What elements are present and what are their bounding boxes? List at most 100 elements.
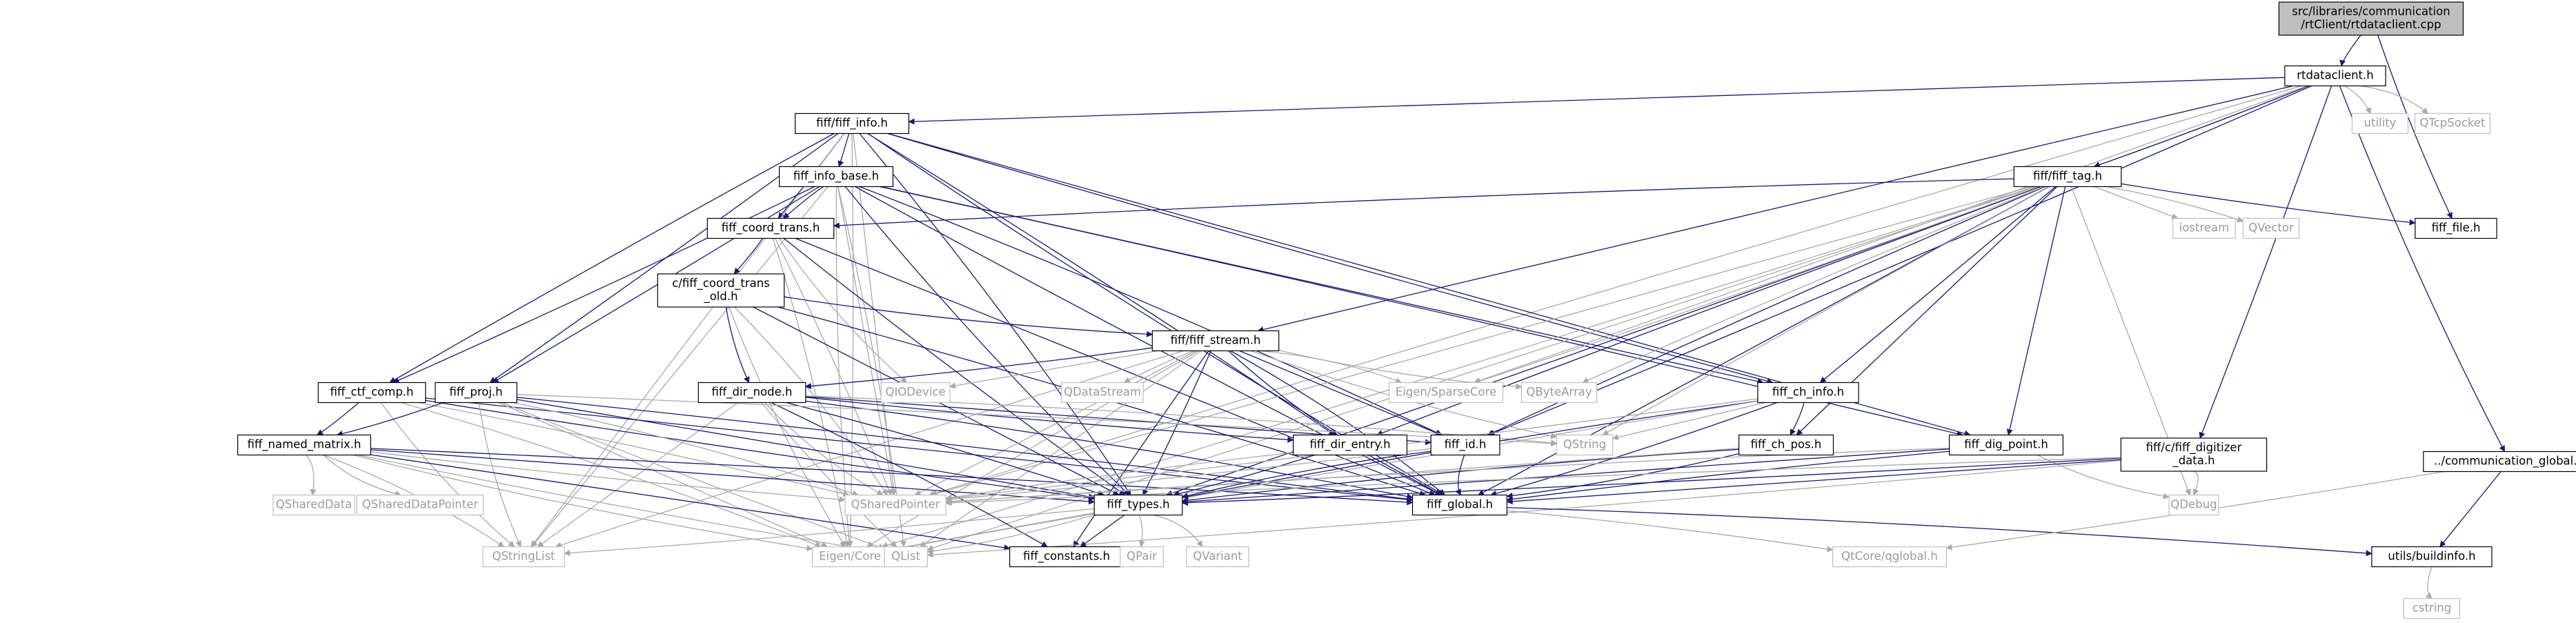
edge-rtdataclient-to-qtcpsocket [2359, 85, 2428, 115]
node-fiff_dig_point[interactable]: fiff_dig_point.h [1949, 434, 2064, 456]
edge-fiff_dig_point-to-fiff_types [1181, 448, 1950, 505]
node-box-fiff_ch_pos [1738, 434, 1834, 456]
node-qdebug: QDebug [2168, 494, 2219, 516]
edge-fiff_types-to-fiff_constants [1080, 514, 1125, 548]
edge-fiff_proj-to-qsharedpointer [513, 402, 859, 497]
edge-fiff_stream-to-qbytearray [1278, 350, 1523, 390]
edge-fiff_ch_info-to-qstring [1612, 402, 1766, 441]
node-fiff_global[interactable]: fiff_global.h [1411, 494, 1507, 516]
edge-fiff_info-to-qstringlist [531, 133, 845, 548]
node-fiff_types[interactable]: fiff_types.h [1093, 494, 1183, 516]
node-box-qstring [1556, 434, 1614, 456]
edge-rtdataclient-to-fiff_digitizer_data [2199, 86, 2332, 439]
edge-fiff_types-to-qpair [1138, 515, 1145, 548]
node-box-fiff_coord_trans [706, 217, 835, 239]
node-box-eigen_sparse [1388, 382, 1503, 404]
node-utils_buildinfo[interactable]: utils/buildinfo.h [2371, 546, 2493, 568]
edge-rtdataclient-to-utility [2344, 85, 2371, 115]
node-label-fiff_digitizer_data: _data.h [2172, 454, 2215, 468]
node-box-qtcore_qglobal [1832, 546, 1948, 568]
node-box-fiff_dir_entry [1292, 434, 1407, 456]
node-fiff_coord_trans[interactable]: fiff_coord_trans.h [706, 217, 835, 239]
nodes-layer: src/libraries/communication/rtClient/rtd… [237, 1, 2576, 620]
node-fiff_dir_entry[interactable]: fiff_dir_entry.h [1292, 434, 1407, 456]
node-box-eigen_core [811, 546, 889, 568]
edge-fiff_ch_info-to-fiff_global [1490, 402, 1778, 497]
edge-fiff_ch_info-to-eigen_core [886, 400, 1758, 553]
node-fiff_info[interactable]: fiff/fiff_info.h [794, 112, 909, 135]
edge-fiff_stream-to-eigen_core [866, 350, 1199, 548]
edge-rtdataclient-to-fiff_stream [1257, 85, 2293, 333]
node-label-fiff_global: fiff_global.h [1427, 498, 1493, 512]
edge-fiff_dir_node-to-qstringlist [537, 402, 739, 548]
node-fiff_dir_node[interactable]: fiff_dir_node.h [697, 382, 806, 404]
node-box-fiff_proj [435, 382, 517, 404]
edge-fiff_stream-to-fiff_constants [1073, 350, 1209, 548]
node-qdatastream: QDataStream [1061, 382, 1144, 404]
edge-fiff_digitizer_data-to-fiff_global [1506, 459, 2121, 505]
node-fiff_constants[interactable]: fiff_constants.h [1009, 546, 1124, 568]
node-qlist: QList [884, 546, 928, 568]
node-rtdataclient[interactable]: rtdataclient.h [2284, 65, 2386, 87]
edge-fiff_ctf_comp-to-fiff_types [425, 399, 1096, 502]
node-fiff_id[interactable]: fiff_id.h [1430, 434, 1500, 456]
node-box-fiff_dir_node [697, 382, 806, 404]
node-label-fiff_ctf_comp: fiff_ctf_comp.h [330, 386, 413, 399]
node-label-qtcpsocket: QTcpSocket [2419, 117, 2486, 130]
edge-fiff_ctf_comp-to-fiff_named_matrix [316, 402, 359, 436]
edge-c_fiff_coord_trans_old-to-fiff_stream [784, 296, 1153, 337]
edge-fiff_id-to-fiff_global [1455, 455, 1465, 496]
node-label-fiff_dir_entry: fiff_dir_entry.h [1309, 438, 1390, 452]
edge-fiff_types-to-qlist [927, 514, 1095, 555]
edge-rtdataclient-to-fiff_info [908, 77, 2285, 125]
edge-fiff_info-to-eigen_core [846, 133, 854, 548]
node-fiff_ctf_comp[interactable]: fiff_ctf_comp.h [317, 382, 426, 404]
edge-fiff_tag-to-eigen_core [881, 186, 2036, 548]
edge-fiff_tag-to-qbytearray [1582, 186, 2045, 384]
edge-fiff_types-to-qvariant [1153, 514, 1203, 548]
node-qshareddata: QSharedData [273, 494, 355, 516]
node-box-fiff_digitizer_data [2120, 437, 2268, 472]
node-box-fiff_named_matrix [237, 434, 371, 456]
node-label-fiff_types: fiff_types.h [1107, 498, 1169, 512]
node-qshareddatapointer: QSharedDataPointer [356, 494, 484, 516]
edge-fiff_coord_trans-to-qiodevice [779, 238, 907, 384]
node-label-eigen_sparse: Eigen/SparseCore [1396, 386, 1496, 399]
node-fiff_stream[interactable]: fiff/fiff_stream.h [1151, 330, 1280, 352]
edge-fiff_digitizer_data-to-qdebug [2192, 471, 2199, 496]
edge-fiff_named_matrix-to-qshareddatapointer [323, 455, 402, 497]
node-fiff_digitizer_data[interactable]: fiff/c/fiff_digitizer_data.h [2120, 437, 2268, 472]
node-fiff_file[interactable]: fiff_file.h [2415, 217, 2497, 239]
edge-fiff_coord_trans-to-fiff_types [783, 237, 1126, 496]
node-fiff_tag[interactable]: fiff/fiff_tag.h [2013, 166, 2122, 188]
node-root[interactable]: src/libraries/communication/rtClient/rtd… [2278, 1, 2464, 36]
edge-fiff_info_base-to-fiff_ctf_comp [393, 186, 815, 384]
node-label-fiff_id: fiff_id.h [1445, 438, 1487, 452]
node-fiff_named_matrix[interactable]: fiff_named_matrix.h [237, 434, 371, 456]
edge-fiff_dir_node-to-fiff_types [786, 402, 1105, 497]
node-comm_global[interactable]: ../communication_global.h [2423, 451, 2576, 473]
node-cstring: cstring [2403, 597, 2461, 620]
edge-fiff_dir_node-to-fiff_global [805, 400, 1414, 500]
edge-fiff_id-to-qsharedpointer [945, 448, 1431, 503]
edge-fiff_ch_info-to-fiff_ch_pos [1790, 402, 1805, 436]
node-fiff_ch_info[interactable]: fiff_ch_info.h [1757, 382, 1859, 404]
node-label-qpair: QPair [1127, 550, 1157, 563]
edge-fiff_stream-to-qstringlist [555, 350, 1184, 548]
node-label-fiff_coord_trans: fiff_coord_trans.h [722, 221, 820, 235]
node-c_fiff_coord_trans_old[interactable]: c/fiff_coord_trans_old.h [657, 273, 785, 308]
node-fiff_info_base[interactable]: fiff_info_base.h [778, 166, 893, 188]
node-box-qpair [1120, 546, 1164, 568]
node-box-c_fiff_coord_trans_old [657, 273, 785, 308]
node-fiff_ch_pos[interactable]: fiff_ch_pos.h [1738, 434, 1834, 456]
node-fiff_proj[interactable]: fiff_proj.h [435, 382, 517, 404]
node-label-utility: utility [2364, 117, 2397, 130]
node-label-fiff_stream: fiff/fiff_stream.h [1171, 334, 1261, 348]
node-label-fiff_info: fiff/fiff_info.h [816, 117, 888, 130]
edge-fiff_tag-to-fiff_ch_info [1819, 186, 2057, 384]
edge-comm_global-to-utils_buildinfo [2439, 471, 2501, 548]
node-iostream: iostream [2172, 217, 2236, 239]
node-box-fiff_tag [2013, 166, 2122, 188]
node-label-comm_global: ../communication_global.h [2434, 455, 2576, 468]
